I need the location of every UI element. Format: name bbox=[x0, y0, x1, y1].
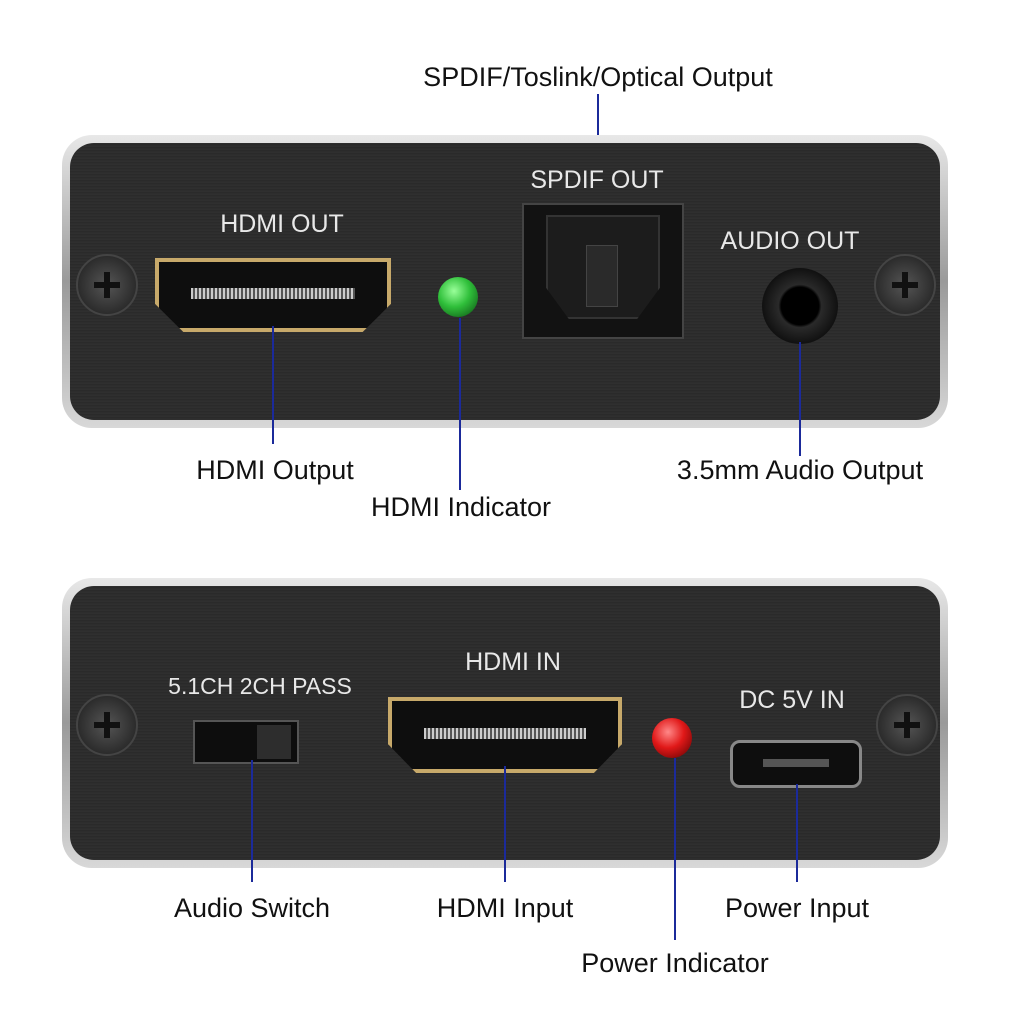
optical-output-port bbox=[522, 203, 684, 339]
micro-usb-power-port bbox=[730, 740, 862, 788]
hdmi-indicator-callout: HDMI Indicator bbox=[370, 492, 552, 522]
screw-icon bbox=[76, 694, 138, 756]
screw-icon bbox=[874, 254, 936, 316]
hdmi-indicator-leader-line bbox=[459, 318, 461, 490]
audio-switch bbox=[193, 720, 299, 764]
hdmi-output-port bbox=[155, 258, 391, 332]
screw-icon bbox=[876, 694, 938, 756]
screw-icon bbox=[76, 254, 138, 316]
spdif-callout: SPDIF/Toslink/Optical Output bbox=[423, 62, 773, 92]
power-indicator-leader-line bbox=[674, 758, 676, 940]
spdif-leader-line bbox=[597, 94, 599, 166]
hdmi-out-label: HDMI OUT bbox=[220, 210, 344, 238]
audio-out-label: AUDIO OUT bbox=[720, 227, 860, 255]
power-indicator-led bbox=[652, 718, 692, 758]
hdmi-input-port bbox=[388, 697, 622, 773]
power-indicator-callout: Power Indicator bbox=[581, 948, 769, 978]
hdmi-input-callout: HDMI Input bbox=[436, 893, 574, 923]
hdmi-output-callout: HDMI Output bbox=[196, 455, 354, 485]
audio-jack-port bbox=[762, 268, 838, 344]
dc-in-label: DC 5V IN bbox=[739, 686, 845, 714]
power-input-leader-line bbox=[796, 784, 798, 882]
spdif-out-label: SPDIF OUT bbox=[530, 166, 664, 194]
audio-output-callout: 3.5mm Audio Output bbox=[676, 455, 924, 485]
hdmi-output-leader-line bbox=[272, 326, 274, 444]
hdmi-indicator-led bbox=[438, 277, 478, 317]
hdmi-input-leader-line bbox=[504, 766, 506, 882]
audio-switch-leader-line bbox=[251, 760, 253, 882]
audio-switch-callout: Audio Switch bbox=[173, 893, 331, 923]
power-input-callout: Power Input bbox=[724, 893, 870, 923]
audio-output-leader-line bbox=[799, 342, 801, 456]
audio-switch-label: 5.1CH 2CH PASS bbox=[168, 673, 352, 699]
hdmi-in-label: HDMI IN bbox=[465, 648, 561, 676]
